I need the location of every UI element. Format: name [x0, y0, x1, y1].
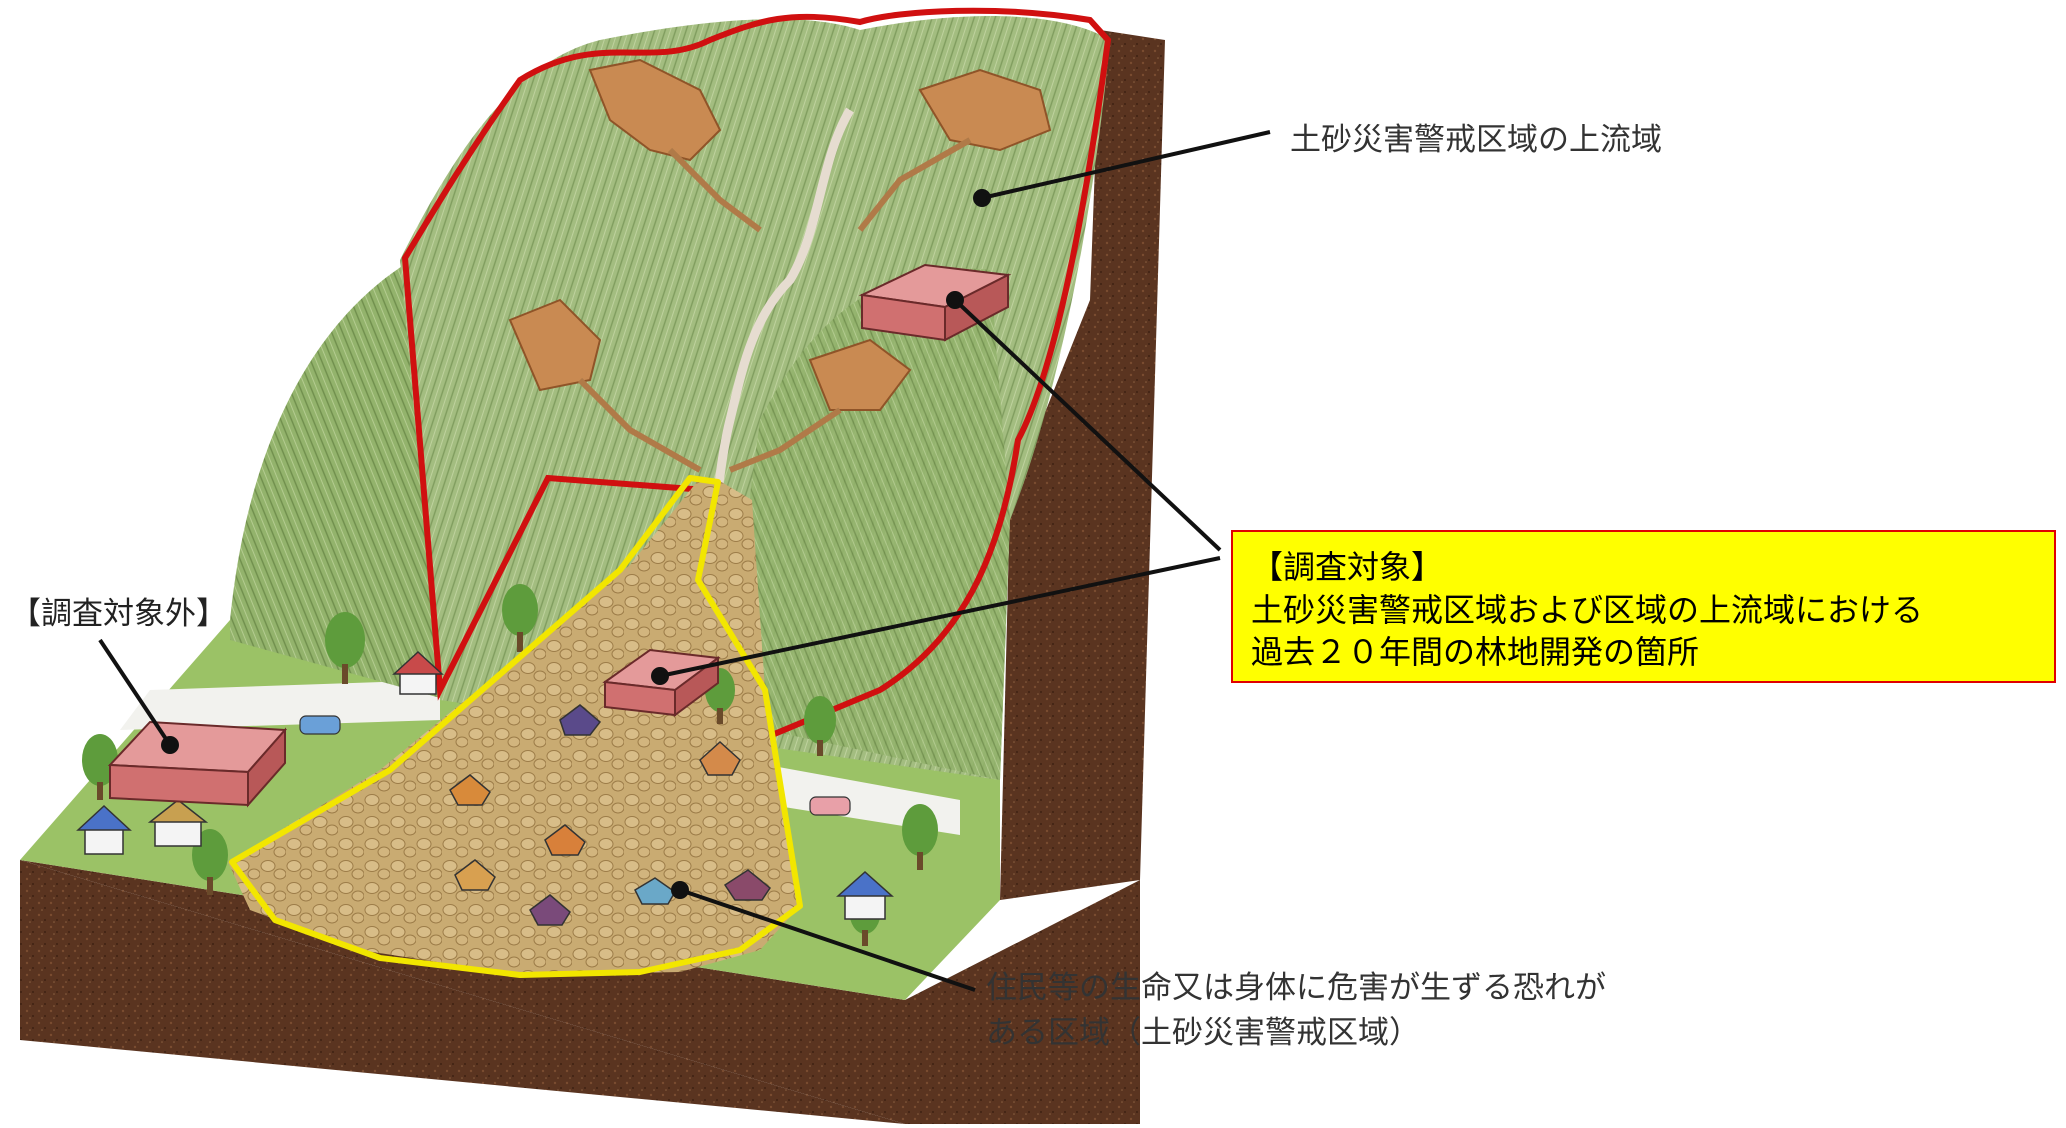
- survey-target-callout: 【調査対象】 土砂災害警戒区域および区域の上流域における 過去２０年間の林地開発…: [1231, 530, 2056, 683]
- danger-zone-label-line1: 住民等の生命又は身体に危害が生ずる恐れが: [986, 970, 1606, 1006]
- gullies: [508, 58, 1052, 411]
- survey-target-title: 【調査対象】: [1251, 548, 1444, 586]
- stream: [710, 107, 854, 503]
- road-left: [120, 680, 440, 730]
- soil-right-face: [1000, 30, 1165, 900]
- survey-target-line2: 過去２０年間の林地開発の箇所: [1251, 633, 1700, 672]
- danger-zone-label: 住民等の生命又は身体に危害が生ずる恐れが ある区域（土砂災害警戒区域）: [986, 966, 1606, 1056]
- site-marker-upper: [858, 263, 1012, 342]
- danger-zone-outline: [229, 475, 803, 978]
- houses: [76, 650, 894, 926]
- leader-lines: [98, 130, 1271, 992]
- site-marker-outside: [107, 720, 288, 808]
- danger-zone-label-line2: ある区域（土砂災害警戒区域）: [986, 1014, 1420, 1051]
- upstream-area-label: 土砂災害警戒区域の上流域: [1290, 122, 1662, 158]
- cars: [299, 715, 851, 816]
- gully-channels: [577, 137, 972, 473]
- survey-target-line1: 土砂災害警戒区域および区域の上流域における: [1251, 590, 1924, 629]
- debris-fan: [228, 478, 800, 975]
- upstream-area-outline: [401, 7, 1112, 744]
- excluded-from-survey-label: 【調査対象外】: [10, 596, 227, 632]
- mountain-ridge-right: [720, 268, 1010, 780]
